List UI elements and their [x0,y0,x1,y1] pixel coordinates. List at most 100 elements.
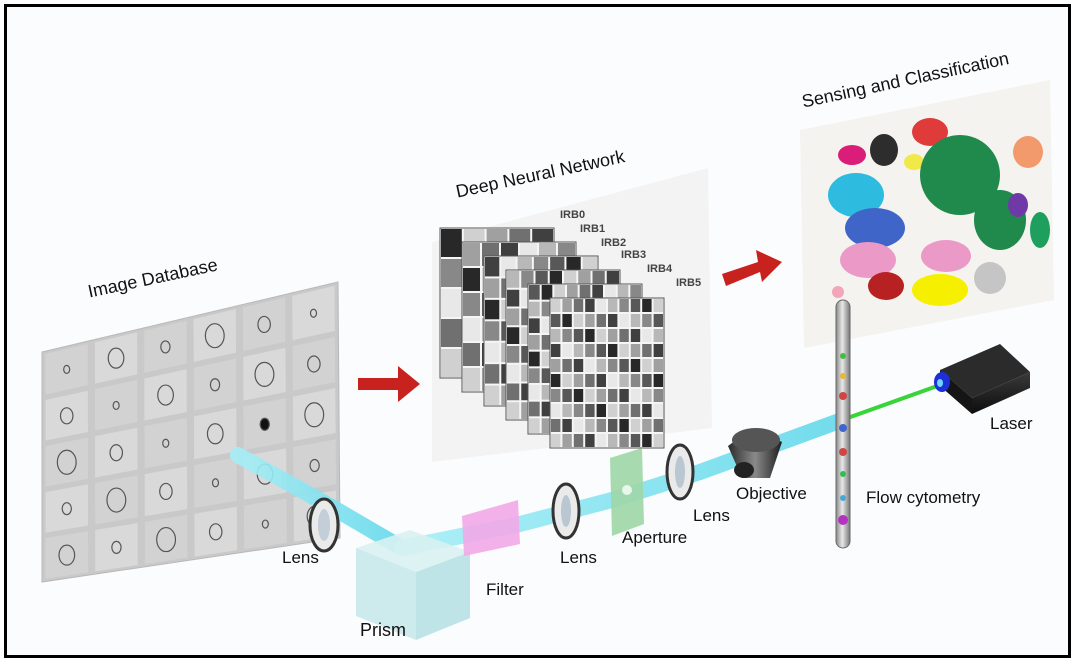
feature-cell [529,368,540,383]
feature-cell [596,329,606,342]
feature-cell [573,299,584,312]
feature-cell [642,389,652,402]
feature-cell [463,343,480,366]
feature-cell [653,389,663,402]
prism-icon [356,530,470,640]
cell-image-tile [45,390,88,441]
feature-cell [619,329,629,342]
cell-shape [159,482,173,501]
feature-cell [653,419,663,432]
feature-cell [507,289,520,307]
feature-cell [608,404,618,417]
cell-image-tile [45,484,89,533]
cell-shape [206,423,224,445]
cell-image-tile [292,388,336,441]
feature-cell [551,329,561,342]
filter-icon [462,500,520,556]
cell-shape [58,544,76,566]
feature-cell [653,404,663,417]
cell-shape [209,378,221,392]
feature-cell [485,257,500,277]
cell-image-tile [193,358,237,411]
irb-label: IRB5 [676,277,701,289]
label-flow-cytometry: Flow cytometry [866,488,981,507]
feature-cell [585,389,595,402]
label-prism: Prism [360,620,406,640]
cell-shape [112,400,120,411]
feature-cell [619,314,629,327]
feature-cell [562,389,572,402]
feature-cell [642,299,652,312]
feature-cell [642,434,652,447]
feature-cell [630,329,641,342]
cell-shape [106,487,127,513]
feature-cell [541,285,553,300]
feature-cell [463,268,480,291]
cell-shape [304,402,325,428]
lens-left-icon [308,497,340,553]
feature-cell [551,314,561,327]
irb-label: IRB4 [647,263,673,275]
deep-neural-network-panel [432,168,712,462]
cell-shape [59,407,74,425]
feature-cell [485,342,500,363]
label-laser: Laser [990,414,1033,433]
feature-cell [529,385,540,400]
feature-cell [585,434,595,447]
feature-cell [529,418,540,433]
feature-cell [562,314,572,327]
irb-layer-labels: IRB0 IRB1 IRB2 IRB3 IRB4 IRB5 [560,209,701,289]
cell-shape [56,449,77,475]
feature-cell [441,289,462,317]
cell-image-tile [95,427,138,478]
feature-cell [573,419,584,432]
cell-shape [254,361,275,387]
cell-image-tile [95,523,138,572]
feature-cell [529,318,540,333]
feature-cell [596,404,606,417]
cell-shape [61,502,72,516]
cell-shape [157,384,174,406]
feature-cell [529,351,540,367]
feature-cell [529,301,540,317]
feature-cell [642,344,652,357]
laser-icon [934,344,1030,414]
feature-cell [653,374,663,387]
feature-cell [507,364,520,382]
cell-shape [107,347,125,369]
feature-cell [596,389,606,402]
cell-image-tile [144,320,187,373]
feature-cell [562,434,572,447]
feature-cell [562,374,572,387]
feature-cell [463,318,480,341]
feature-cell [596,299,606,312]
cell-shape [309,308,318,318]
feature-cell [551,359,561,372]
feature-cell [567,285,578,300]
feature-cell [541,401,553,417]
cell-image-tile [144,466,188,517]
feature-cell [619,299,629,312]
feature-cell [507,346,520,363]
cell-image-tile [293,439,337,492]
feature-cell [605,285,616,300]
cell-image-tile [94,332,138,384]
cell-image-tile [144,514,188,564]
feature-cell [596,314,606,327]
cell-image-tile [243,498,287,550]
feature-cell [441,349,462,377]
feature-cell [541,418,553,433]
cell-image-tile [194,457,237,508]
cell-image-tile [193,309,237,362]
feature-cell [541,368,553,383]
feature-cell [630,419,641,432]
feature-cell [596,344,606,357]
feature-cell [541,318,553,333]
cell-shape [211,478,220,488]
feature-cell [507,383,520,401]
feature-cell [562,359,572,372]
feature-cell [617,285,629,300]
feature-cell [585,359,595,372]
label-lens-left: Lens [282,548,319,567]
feature-cell [619,359,629,372]
